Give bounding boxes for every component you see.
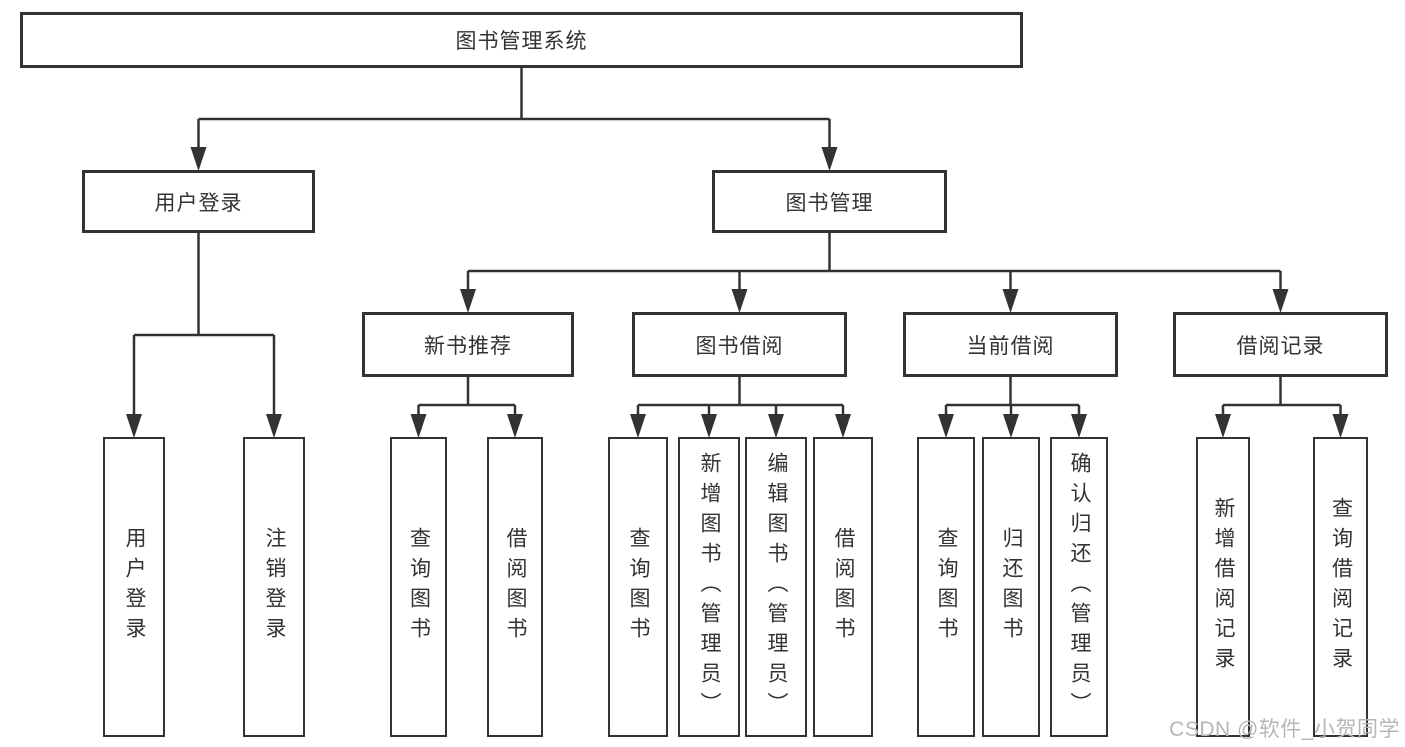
arrowhead-icon [835, 414, 851, 438]
arrowhead-icon [821, 147, 838, 171]
node-leaf-query-record: 查询借阅记录 [1313, 437, 1368, 737]
arrowhead-icon [630, 414, 646, 438]
connector-lines [132, 66, 1342, 421]
node-book-borrow: 图书借阅 [632, 312, 847, 377]
node-label-leaf-borrow-book-2: 借阅图书 [832, 527, 855, 647]
node-borrow-record: 借阅记录 [1173, 312, 1388, 377]
node-label-user-login: 用户登录 [154, 191, 243, 215]
node-label-leaf-add-record: 新增借阅记录 [1212, 497, 1235, 677]
node-label-leaf-edit-book: 编辑图书（管理员） [765, 452, 788, 722]
node-leaf-edit-book: 编辑图书（管理员） [745, 437, 807, 737]
node-label-root: 图书管理系统 [455, 30, 588, 53]
arrowhead-icon [410, 414, 427, 438]
node-label-leaf-return-book: 归还图书 [1000, 527, 1023, 647]
node-current-borrow: 当前借阅 [903, 312, 1118, 377]
arrowhead-icon [768, 414, 784, 438]
node-label-leaf-query-book-2: 查询图书 [627, 527, 650, 647]
node-leaf-confirm-return: 确认归还（管理员） [1050, 437, 1108, 737]
node-label-leaf-confirm-return: 确认归还（管理员） [1068, 452, 1091, 722]
node-root: 图书管理系统 [20, 12, 1023, 68]
arrowhead-icon [701, 414, 717, 438]
node-leaf-query-book-2: 查询图书 [608, 437, 668, 737]
arrowhead-icon [1215, 414, 1231, 438]
arrowhead-icon [190, 147, 207, 171]
arrowhead-icon [1002, 289, 1019, 313]
arrowhead-icon [1071, 414, 1087, 438]
node-label-new-book-rec: 新书推荐 [424, 334, 512, 358]
arrowhead-icon [1332, 414, 1349, 438]
node-leaf-borrow-book-2: 借阅图书 [813, 437, 873, 737]
arrowhead-icon [1272, 289, 1289, 313]
node-label-leaf-add-book: 新增图书（管理员） [698, 452, 721, 722]
node-label-current-borrow: 当前借阅 [966, 334, 1055, 358]
node-label-borrow-record: 借阅记录 [1236, 334, 1325, 358]
arrowhead-icon [460, 289, 476, 313]
watermark: CSDN @软件_小贺同学 [1169, 718, 1400, 741]
node-leaf-query-book-3: 查询图书 [917, 437, 975, 737]
node-label-leaf-borrow-book-1: 借阅图书 [504, 527, 527, 647]
node-label-leaf-logout: 注销登录 [263, 527, 286, 647]
node-label-leaf-query-book-3: 查询图书 [935, 527, 958, 647]
arrowhead-icon [731, 289, 748, 313]
node-new-book-rec: 新书推荐 [362, 312, 574, 377]
node-user-login: 用户登录 [82, 170, 315, 233]
node-leaf-return-book: 归还图书 [982, 437, 1040, 737]
node-label-book-mgmt: 图书管理 [785, 191, 874, 215]
node-leaf-query-book-1: 查询图书 [390, 437, 447, 737]
node-leaf-user-login: 用户登录 [103, 437, 165, 737]
node-leaf-borrow-book-1: 借阅图书 [487, 437, 543, 737]
node-label-book-borrow: 图书借阅 [695, 334, 784, 358]
node-label-leaf-query-book-1: 查询图书 [407, 527, 431, 647]
node-label-leaf-user-login: 用户登录 [123, 527, 146, 647]
node-book-mgmt: 图书管理 [712, 170, 947, 233]
arrowhead-icon [938, 414, 954, 438]
node-leaf-logout: 注销登录 [243, 437, 305, 737]
node-label-leaf-query-record: 查询借阅记录 [1329, 497, 1353, 677]
node-leaf-add-book: 新增图书（管理员） [678, 437, 740, 737]
arrowhead-icon [507, 414, 523, 438]
node-leaf-add-record: 新增借阅记录 [1196, 437, 1250, 737]
arrowhead-icon [126, 414, 142, 438]
arrowhead-icon [266, 414, 282, 438]
arrowhead-icon [1003, 414, 1019, 438]
